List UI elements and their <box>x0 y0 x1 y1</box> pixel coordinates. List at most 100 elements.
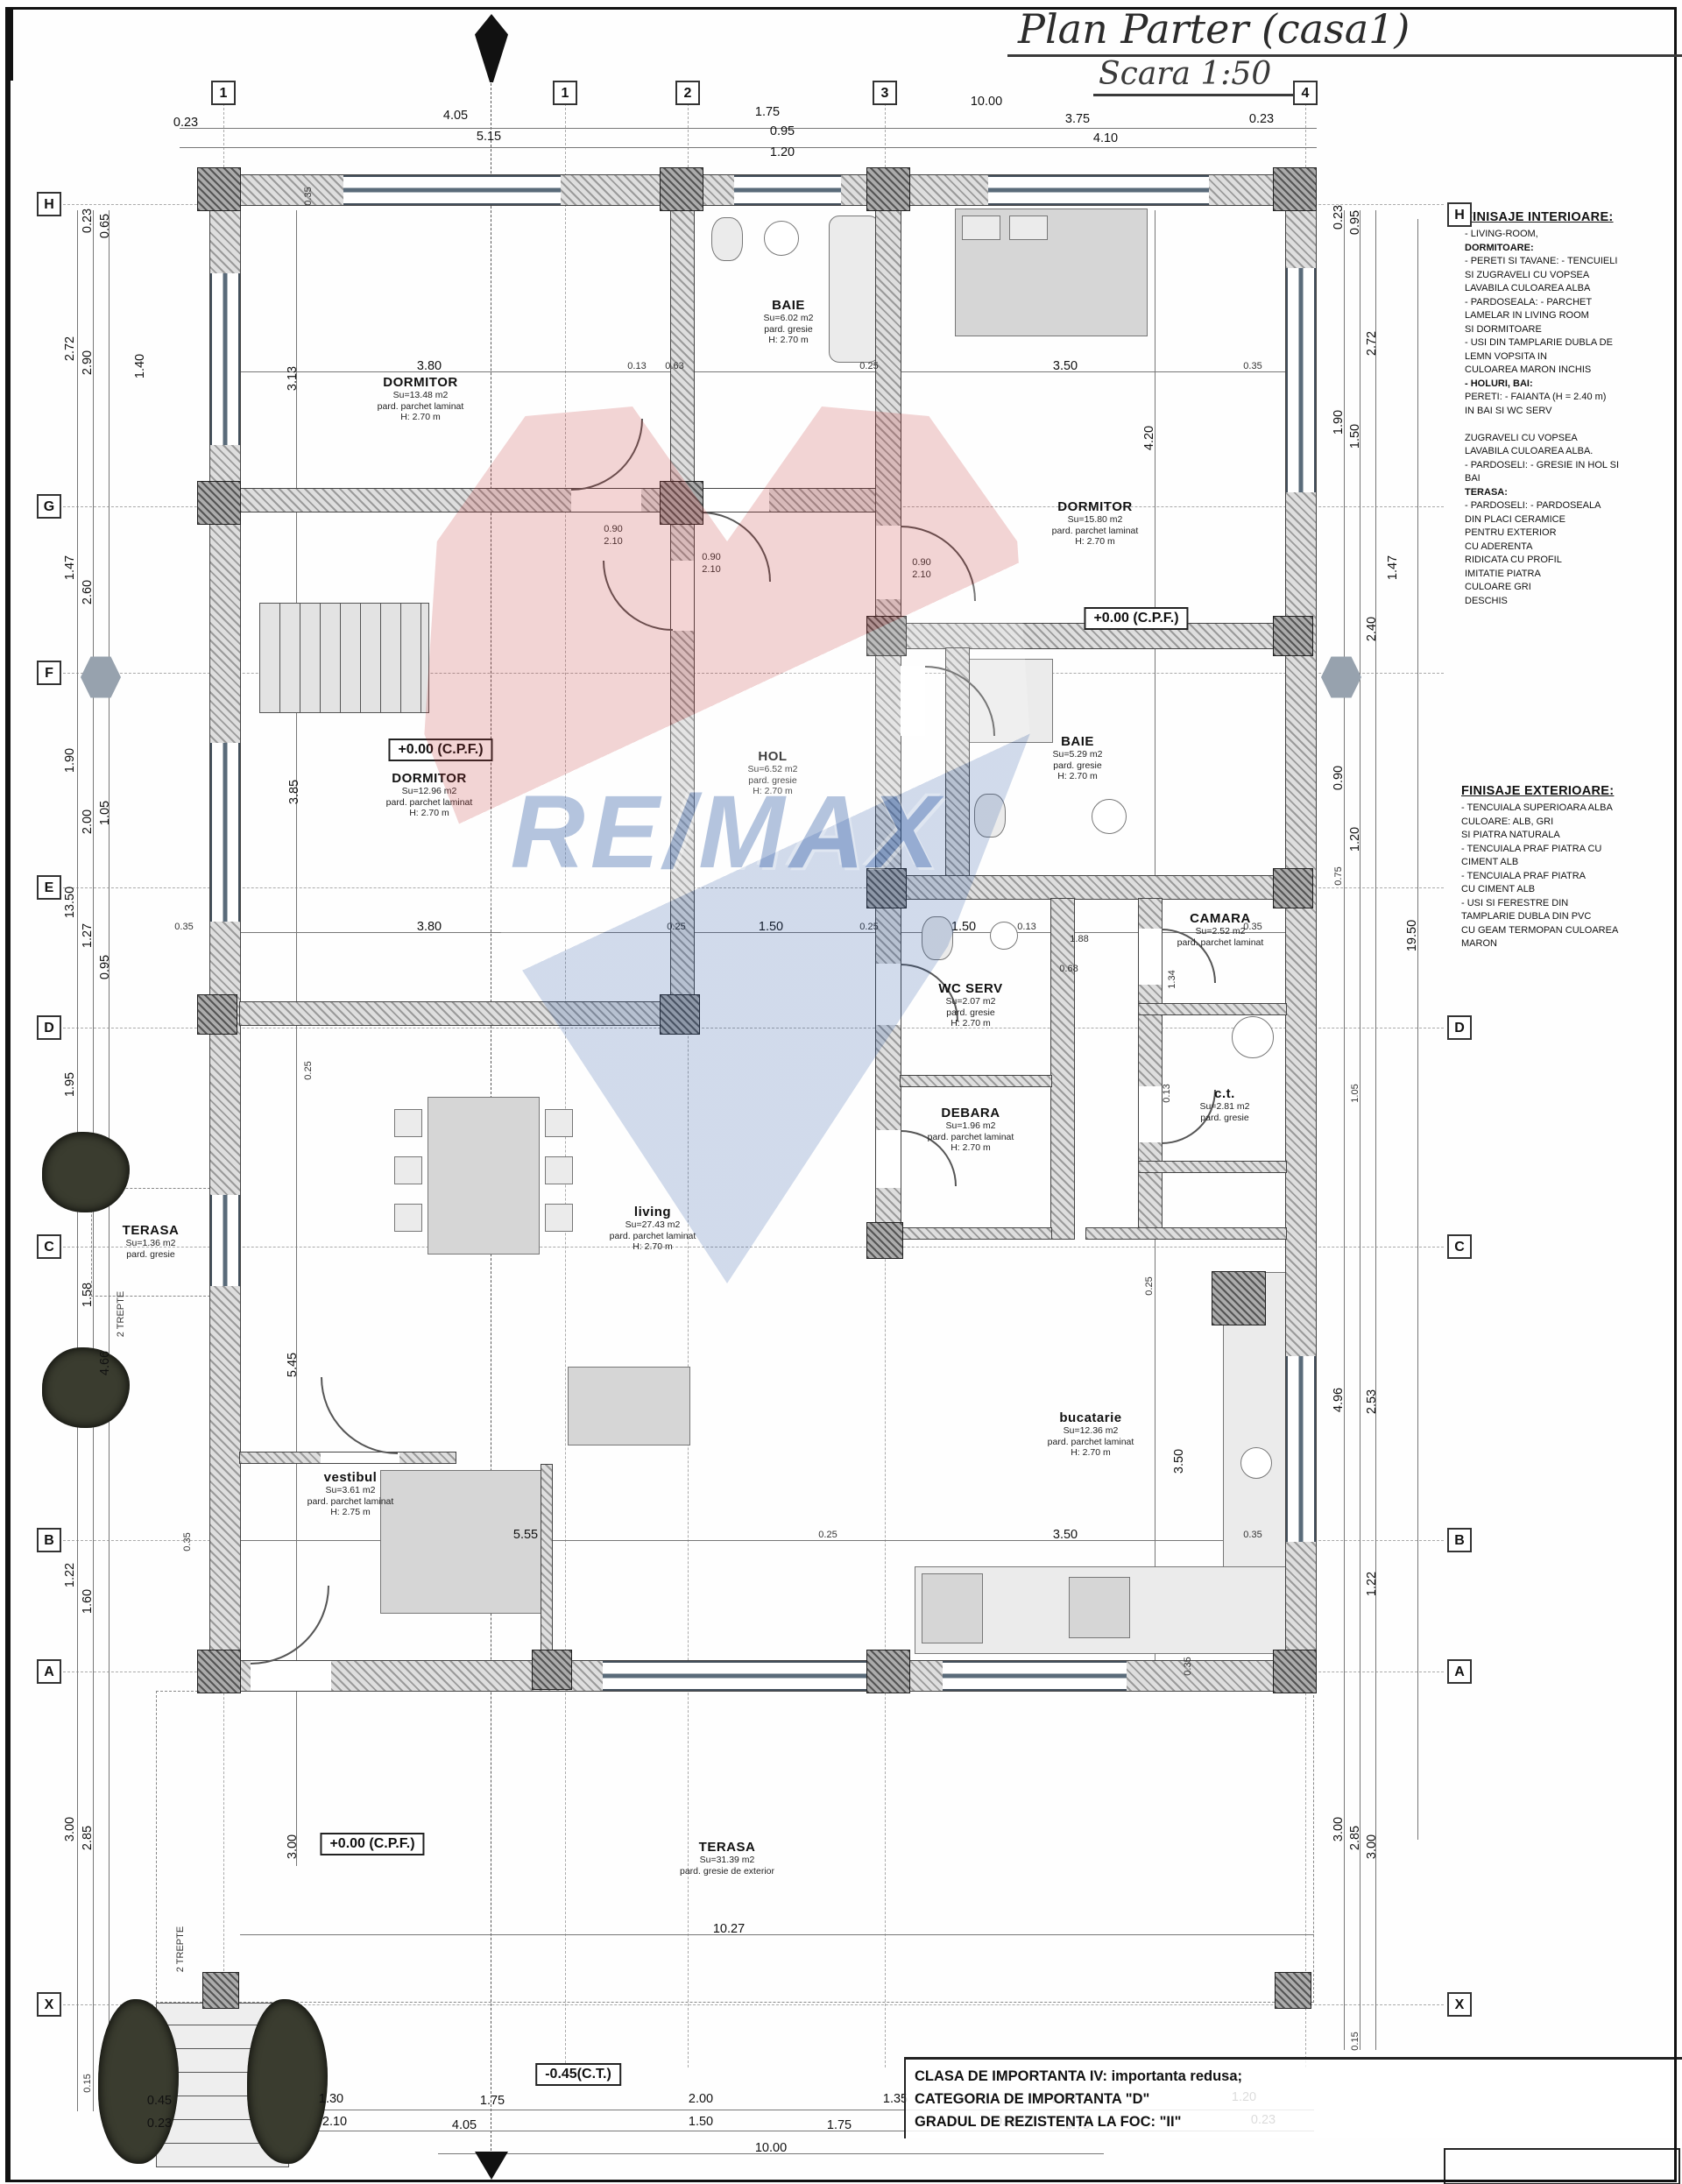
pier <box>1273 167 1317 211</box>
dimension-label: 2.85 <box>1348 1825 1362 1851</box>
sheet-border-right <box>1674 7 1677 2180</box>
dim-line <box>180 128 1317 129</box>
interior-finishes-title: FINISAJE INTERIOARE: <box>1465 210 1614 224</box>
pier <box>1273 616 1313 656</box>
note-line: SI DORMITOARE <box>1465 323 1542 335</box>
note-line: - HOLURI, BAI: <box>1465 378 1533 389</box>
note-line: LAVABILA CULOAREA ALBA. <box>1465 446 1594 456</box>
dining-table <box>428 1097 540 1255</box>
grid-row-label: D <box>1447 1015 1472 1040</box>
fridge <box>922 1573 983 1643</box>
door-swing-arc <box>251 1586 329 1665</box>
dimension-label: 0.45 <box>146 2094 173 2108</box>
room-detail: pard. parchet laminat <box>385 796 473 808</box>
dimension-label: 10.27 <box>712 1922 746 1936</box>
door-opening <box>671 561 694 631</box>
room-detail: Su=3.61 m2 <box>325 1485 376 1495</box>
room-detail: Su=2.81 m2 <box>1199 1101 1250 1112</box>
pier <box>660 994 700 1035</box>
dimension-label: 1.50 <box>688 2115 714 2129</box>
note-line: - PARDOSEALA: - PARCHET <box>1465 296 1593 307</box>
grid-row-label: B <box>1447 1528 1472 1552</box>
grid-row-label: H <box>37 192 61 216</box>
dimension-label: 1.88 <box>1070 934 1089 944</box>
door-opening <box>876 964 901 1025</box>
room-name: vestibul <box>323 1470 378 1485</box>
pier <box>660 167 703 211</box>
room-detail: pard. gresie <box>764 323 813 335</box>
toilet <box>711 217 743 261</box>
note-line: - USI DIN TAMPLARIE DUBLA DE <box>1465 337 1613 348</box>
room-detail: Su=2.52 m2 <box>1195 926 1246 937</box>
door-opening <box>876 526 901 599</box>
room-detail: pard. gresie <box>126 1248 175 1260</box>
dimension-label: 0.68 <box>1059 964 1078 974</box>
chair <box>394 1156 422 1184</box>
bathtub <box>829 216 880 363</box>
room-detail: H: 2.70 m <box>1071 1447 1111 1458</box>
dimension-label: 0.25 <box>818 1530 837 1540</box>
dimension-label: 1.27 <box>81 922 95 949</box>
wall <box>900 1227 1052 1240</box>
dimension-label: 5.45 <box>286 1352 300 1378</box>
note-line: MARON <box>1461 938 1497 949</box>
terrace-left-outline <box>91 1188 210 1297</box>
dim-line <box>240 1540 1286 1541</box>
chair <box>545 1156 573 1184</box>
grid-row-label: G <box>37 494 61 519</box>
axis-marker-left-icon <box>81 656 121 698</box>
wall <box>900 875 1287 900</box>
note-line: RIDICATA CU PROFIL <box>1465 555 1562 565</box>
dimension-label: 1.90 <box>1332 409 1346 435</box>
dimension-label: 0.63 <box>665 361 684 371</box>
dimension-label: 0.35 <box>1243 922 1262 932</box>
dimension-label: 2 TREPTE <box>116 1290 126 1338</box>
dimension-label: 0.90 <box>1332 765 1346 791</box>
grid-row-label: X <box>37 1992 61 2017</box>
note-line: TAMPLARIE DUBLA DIN PVC <box>1461 911 1592 922</box>
grid-axis-line <box>63 2004 1444 2005</box>
dimension-label: 2.10 <box>702 564 721 575</box>
note-line: BAI <box>1465 473 1481 484</box>
room-name: TERASA <box>122 1223 180 1238</box>
dimension-label: 3.80 <box>416 920 442 934</box>
dimension-label: 0.23 <box>146 2117 173 2131</box>
grid-column-label: 1 <box>211 81 236 105</box>
chair <box>545 1204 573 1232</box>
sink <box>764 221 799 256</box>
door-opening <box>571 489 641 512</box>
dim-line <box>240 932 1286 933</box>
sheet-border-left <box>5 7 11 2180</box>
note-line: - TENCUIALA SUPERIOARA ALBA <box>1461 802 1613 813</box>
dimension-label: 2.00 <box>81 809 95 835</box>
dimension-label: 0.25 <box>859 361 879 371</box>
room-detail: pard. parchet laminat <box>927 1131 1014 1142</box>
dimension-label: 1.95 <box>63 1071 77 1098</box>
dimension-label: 1.34 <box>1167 970 1177 989</box>
wall <box>1050 898 1075 1240</box>
dimension-label: 0.90 <box>604 524 623 534</box>
wall <box>239 488 901 512</box>
dimension-label: 0.25 <box>859 922 879 932</box>
dimension-label: 0.25 <box>667 922 686 932</box>
room-name: HOL <box>758 749 788 764</box>
dimension-label: 0.25 <box>303 1061 314 1080</box>
note-line: CIMENT ALB <box>1461 857 1519 867</box>
grid-row-label: H <box>1447 202 1472 227</box>
room-detail: Su=6.02 m2 <box>763 313 814 323</box>
note-line: CULOAREA MARON INCHIS <box>1465 364 1592 375</box>
grid-row-label: X <box>1447 1992 1472 2017</box>
chair <box>394 1109 422 1137</box>
dimension-label: 1.35 <box>882 2092 908 2106</box>
dimension-label: 1.90 <box>63 747 77 774</box>
dim-line <box>1417 219 1418 1840</box>
grid-row-label: F <box>37 661 61 685</box>
dimension-label: 2.72 <box>63 336 77 362</box>
dimension-label: 3.50 <box>1052 359 1078 373</box>
